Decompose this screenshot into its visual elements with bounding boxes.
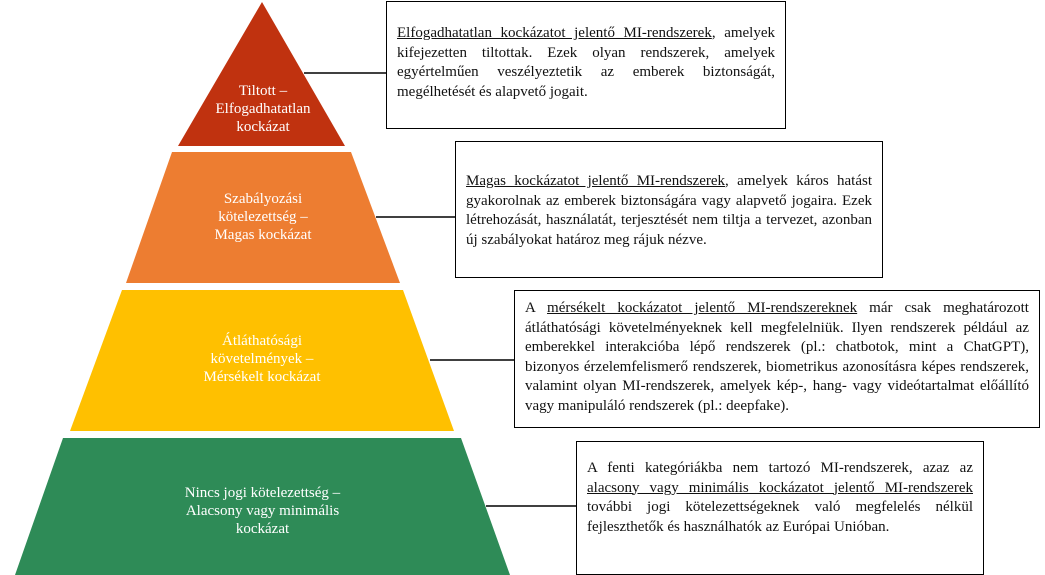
tier-high-shape [126, 152, 400, 283]
description-box-unacceptable: Elfogadhatatlan kockázatot jelentő MI-re… [386, 1, 786, 129]
tier-label-line: Átláthatósági [222, 333, 302, 349]
tier-label-line: követelmények – [210, 351, 314, 367]
tier-label-line: Nincs jogi kötelezettség – [184, 485, 341, 501]
description-highlight: Elfogadhatatlan kockázatot jelentő MI-re… [397, 25, 712, 41]
tier-minimal-label: Nincs jogi kötelezettség – Alacsony vagy… [140, 484, 385, 538]
tier-high-label: Szabályozási kötelezettség – Magas kocká… [163, 190, 363, 244]
tier-label-line: kockázat [235, 521, 290, 537]
tier-label-line: Alacsony vagy minimális [185, 503, 340, 519]
description-text: további jogi kötelezettségeknek való meg… [587, 499, 973, 535]
description-text: , amelyek kifejezetten tiltottak. Ezek o… [397, 25, 776, 100]
description-box-minimal: A fenti kategóriákba nem tartozó MI-rend… [576, 441, 984, 575]
description-prefix: A [525, 300, 548, 316]
tier-label-line: Szabályozási [223, 191, 303, 207]
tier-label-line: kockázat [236, 119, 290, 135]
tier-label-line: kötelezettség – [218, 209, 308, 225]
tier-label-line: Mérsékelt kockázat [203, 369, 321, 385]
tier-label-line: Tiltott – [238, 83, 288, 99]
tier-label-line: Elfogadhatatlan [215, 101, 311, 117]
description-text: , amelyek káros hatást gyakorolnak az em… [466, 173, 872, 248]
tier-limited-label: Átláthatósági követelmények – Mérsékelt … [162, 332, 362, 386]
tier-minimal-shape [15, 438, 510, 575]
description-text: már csak meghatározott átláthatósági köv… [525, 300, 1029, 414]
tier-unacceptable-shape [178, 2, 345, 146]
description-prefix: A fenti kategóriákba nem tartozó MI-rend… [587, 460, 973, 476]
description-box-limited: A mérsékelt kockázatot jelentő MI-rendsz… [514, 290, 1040, 428]
description-highlight: alacsony vagy minimális kockázatot jelen… [587, 479, 973, 496]
tier-label-line: Magas kockázat [214, 227, 312, 243]
tier-unacceptable-label: Tiltott – Elfogadhatatlan kockázat [193, 82, 333, 136]
description-highlight: mérsékelt kockázatot jelentő MI-rendszer… [547, 300, 858, 316]
description-box-high: Magas kockázatot jelentő MI-rendszerek, … [455, 141, 883, 278]
description-highlight: Magas kockázatot jelentő MI-rendszerek [466, 173, 726, 189]
tier-limited-shape [70, 290, 454, 431]
